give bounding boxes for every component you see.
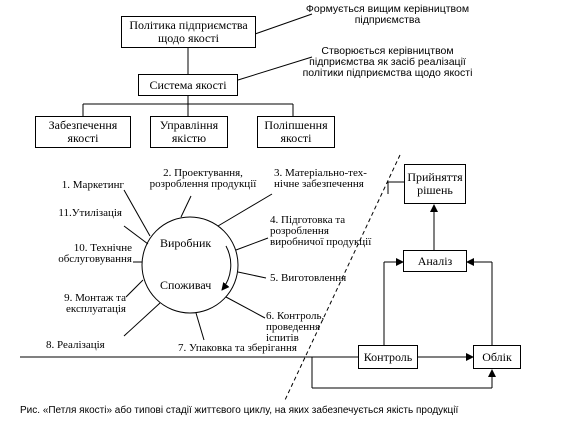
decision-box: Прийняття рішень bbox=[404, 164, 466, 204]
policy-note-leader bbox=[254, 13, 313, 35]
leader-s11 bbox=[123, 225, 149, 245]
leader-s8 bbox=[123, 302, 161, 337]
loop-center-producer: Виробник bbox=[160, 236, 212, 250]
stage-5-label: 5. Виготовлення bbox=[270, 272, 347, 284]
stage-8-label: 8. Реалізація bbox=[46, 339, 105, 351]
leader-s2 bbox=[180, 195, 192, 218]
stage-7-label: 7. Упаковка та зберігання bbox=[178, 342, 297, 354]
stage-1-label: 1. Маркетинг bbox=[61, 179, 124, 191]
stage-11-label: 11.Утилізація bbox=[58, 207, 122, 219]
rotation-arrow bbox=[221, 245, 232, 291]
policy-note: Формується вищим керівництвом підприємст… bbox=[305, 3, 470, 26]
analysis-box: Аналіз bbox=[403, 250, 467, 272]
loop-circle bbox=[141, 216, 239, 314]
policy-box: Політика підприємства щодо якості bbox=[121, 16, 256, 48]
stage-10-label: 10. Технічне обслуговування bbox=[58, 242, 132, 265]
leader-s3 bbox=[217, 193, 273, 227]
system-note: Створюється керівництвом підприємства як… bbox=[302, 45, 473, 79]
control-box: Контроль bbox=[358, 345, 418, 369]
stage-9-label: 9. Монтаж та експлуатація bbox=[64, 292, 126, 315]
figure-caption: Рис. «Петля якості» або типові стадії жи… bbox=[20, 405, 459, 416]
system-note-leader bbox=[237, 56, 313, 81]
dashed-divider bbox=[284, 154, 401, 401]
leader-s1 bbox=[123, 189, 151, 237]
leader-s4 bbox=[235, 237, 269, 251]
system-box: Система якості bbox=[138, 74, 238, 96]
improvement-box: Поліпшення якості bbox=[257, 116, 335, 148]
assurance-box: Забезпечення якості bbox=[35, 116, 131, 148]
stage-2-label: 2. Проектування, розроблення продукції bbox=[149, 167, 257, 190]
loop-center-consumer: Споживач bbox=[160, 278, 212, 292]
leader-s7 bbox=[195, 312, 205, 341]
stage-3-label: 3. Матеріально-тех- нічне забезпечення bbox=[274, 167, 367, 190]
leader-s9 bbox=[125, 279, 144, 298]
management-box: Управління якістю bbox=[150, 116, 228, 148]
stage-4-label: 4. Підготовка та розроблення виробничої … bbox=[270, 214, 372, 248]
leader-s6 bbox=[225, 296, 266, 319]
leader-s5 bbox=[237, 271, 267, 279]
accounting-box: Облік bbox=[473, 345, 521, 369]
stage-6-label: 6. Контроль, проведення іспитів bbox=[266, 310, 325, 344]
